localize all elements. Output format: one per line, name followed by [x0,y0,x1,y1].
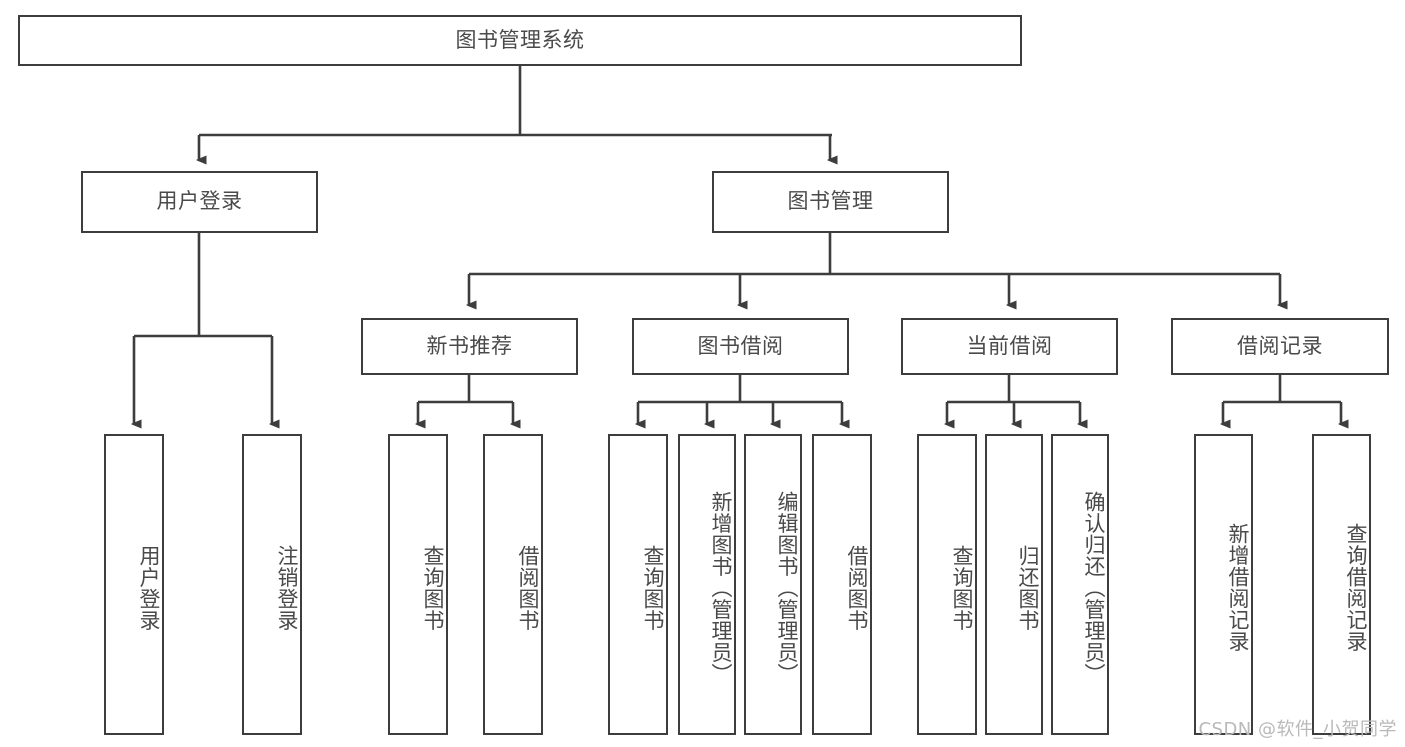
node-borrowing-record[interactable]: 借阅记录 [1171,318,1389,375]
csdn-watermark: CSDN @软件_小贺同学 [1198,719,1397,740]
leaf-query-book-borrowing[interactable]: 查询图书 [608,434,668,735]
node-label: 新书推荐 [426,333,513,358]
leaf-add-book-admin[interactable]: 新增图书（管理员） [678,434,736,735]
leaf-query-book-recommend[interactable]: 查询图书 [388,434,448,735]
node-label: 查询图书 [421,544,445,631]
leaf-logout[interactable]: 注销登录 [242,434,302,735]
node-label: 注销登录 [275,544,299,631]
node-label: 图书管理 [787,189,874,214]
leaf-add-borrow-record[interactable]: 新增借阅记录 [1194,434,1253,735]
node-label: 用户登录 [156,189,243,214]
node-root-library-system[interactable]: 图书管理系统 [18,15,1022,66]
node-label: 编辑图书（管理员） [775,490,799,685]
node-label: 借阅图书 [845,544,869,631]
node-book-management[interactable]: 图书管理 [712,171,949,233]
node-label: 查询借阅记录 [1344,523,1368,652]
node-label: 查询图书 [641,544,665,631]
node-label: 归还图书 [1016,544,1040,631]
leaf-edit-book-admin[interactable]: 编辑图书（管理员） [744,434,802,735]
leaf-query-borrow-record[interactable]: 查询借阅记录 [1312,434,1371,735]
leaf-borrow-book-recommend[interactable]: 借阅图书 [483,434,543,735]
leaf-user-login[interactable]: 用户登录 [104,434,164,735]
node-label: 新增借阅记录 [1226,523,1250,652]
node-user-login[interactable]: 用户登录 [81,171,318,233]
leaf-confirm-return-admin[interactable]: 确认归还（管理员） [1051,434,1109,735]
node-label: 借阅图书 [516,544,540,631]
node-label: 图书管理系统 [455,27,585,52]
node-book-borrowing[interactable]: 图书借阅 [632,318,849,375]
leaf-borrow-book-borrowing[interactable]: 借阅图书 [812,434,872,735]
leaf-return-book[interactable]: 归还图书 [985,434,1043,735]
node-label: 用户登录 [137,544,161,631]
node-label: 查询图书 [950,544,974,631]
node-new-book-recommendation[interactable]: 新书推荐 [361,318,578,375]
node-current-borrowing[interactable]: 当前借阅 [901,318,1118,375]
node-label: 图书借阅 [697,333,784,358]
leaf-query-book-current[interactable]: 查询图书 [917,434,977,735]
node-label: 当前借阅 [966,333,1053,358]
node-label: 确认归还（管理员） [1082,490,1106,685]
node-label: 新增图书（管理员） [709,490,733,685]
node-label: 借阅记录 [1237,333,1323,358]
